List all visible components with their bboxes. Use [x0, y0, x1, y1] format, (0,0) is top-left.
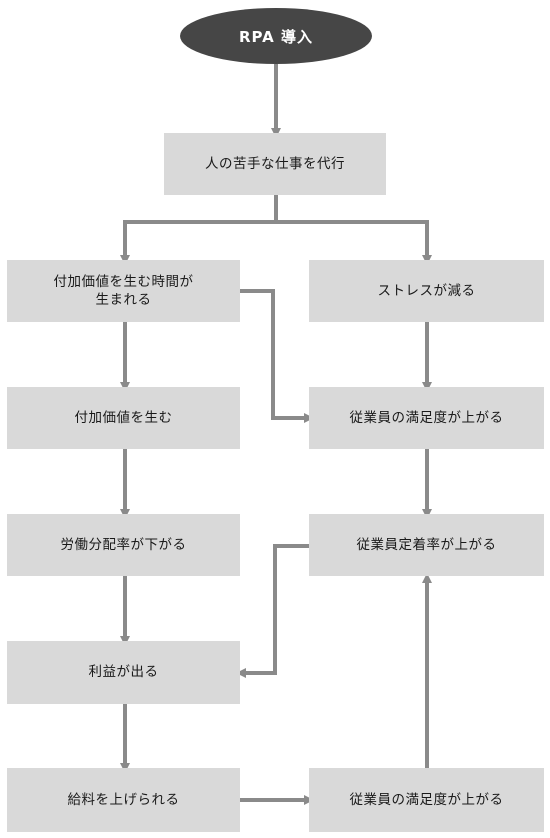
- node-label: 給料を上げられる: [67, 791, 180, 808]
- node-labor-share-down: 労働分配率が下がる: [7, 514, 240, 576]
- start-node-rpa: RPA 導入: [180, 8, 372, 64]
- node-label: 付加価値を生む: [74, 409, 173, 426]
- node-proxy-work: 人の苦手な仕事を代行: [164, 133, 386, 195]
- arrow-time-to-satisfaction: [240, 289, 314, 423]
- node-profit: 利益が出る: [7, 641, 240, 704]
- node-label: 従業員定着率が上がる: [356, 536, 497, 553]
- node-create-value: 付加価値を生む: [7, 387, 240, 449]
- node-satisfaction-up-1: 従業員の満足度が上がる: [309, 387, 544, 449]
- node-stress-reduced: ストレスが減る: [309, 260, 544, 322]
- node-time-created: 付加価値を生む時間が 生まれる: [7, 260, 240, 322]
- node-label: 従業員の満足度が上がる: [349, 409, 504, 426]
- arrow-retention-to-profit: [236, 544, 309, 678]
- arrow-proxy-to-time: [120, 195, 278, 265]
- node-retention-up: 従業員定着率が上がる: [309, 514, 544, 576]
- node-label: 付加価値を生む時間が 生まれる: [53, 273, 194, 308]
- node-label: 従業員の満足度が上がる: [349, 791, 504, 808]
- start-label: RPA 導入: [239, 27, 313, 46]
- node-label: 利益が出る: [88, 664, 159, 681]
- arrow-proxy-to-stress: [276, 220, 432, 265]
- node-label: 労働分配率が下がる: [60, 536, 187, 553]
- node-label: ストレスが減る: [377, 282, 476, 299]
- node-raise-salary: 給料を上げられる: [7, 768, 240, 832]
- node-satisfaction-up-2: 従業員の満足度が上がる: [309, 768, 544, 832]
- node-label: 人の苦手な仕事を代行: [205, 155, 345, 172]
